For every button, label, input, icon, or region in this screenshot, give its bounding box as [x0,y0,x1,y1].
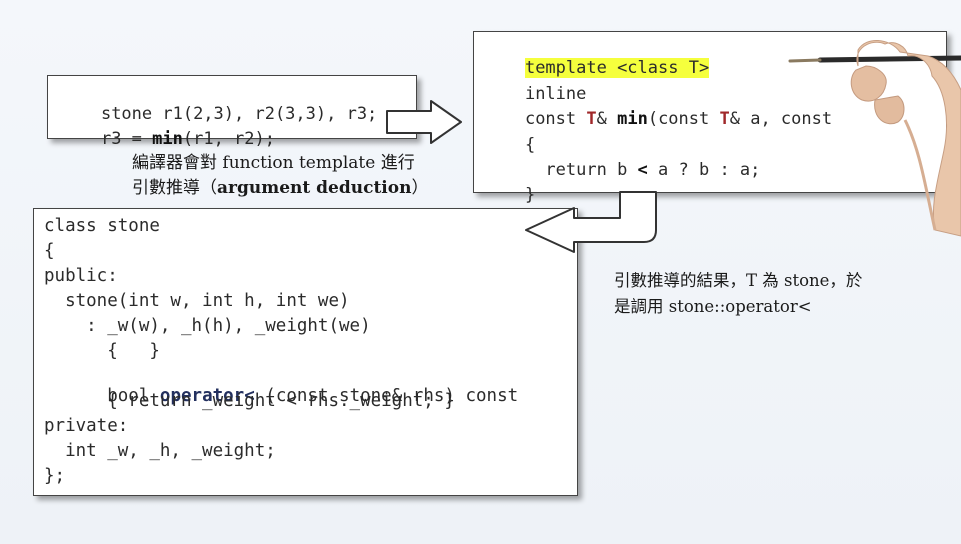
code-line: r3 = min(r1, r2); [100,129,275,149]
code-line: { [44,241,55,261]
code-line: { [524,135,536,155]
code-line: bool operator< (const stone& rhs) const [86,386,519,406]
code-line: { return _weight < rhs._weight; } [44,391,455,411]
result-caption: 引數推導的結果，T 為 stone，於 是調用 stone::operator< [614,271,863,316]
code-line: private: [44,416,129,436]
bent-arrow-icon [525,191,657,253]
code-line: }; [44,466,66,486]
code-line: { } [44,341,160,361]
code-line: return b < a ? b : a; [524,160,761,180]
code-line: template <class T> [524,58,710,78]
deduction-caption: 編譯器會對 function template 進行 引數推導（argument… [132,153,429,198]
code-line: } [524,185,536,205]
code-line: public: [44,266,118,286]
right-arrow-icon [386,100,462,144]
code-line: int _w, _h, _weight; [44,441,276,461]
code-line: class stone [44,216,160,236]
code-line: const T& min(const T& a, const [524,109,833,129]
call-code-box: stone r1(2,3), r2(3,3), r3; r3 = min(r1,… [47,75,417,149]
code-line: stone r1(2,3), r2(3,3), r3; [100,104,378,124]
code-line: inline [524,84,587,104]
class-code-box: class stone { public: stone(int w, int h… [33,208,578,496]
code-line: stone(int w, int h, int we) [44,291,350,311]
code-line: : _w(w), _h(h), _weight(we) [44,316,371,336]
